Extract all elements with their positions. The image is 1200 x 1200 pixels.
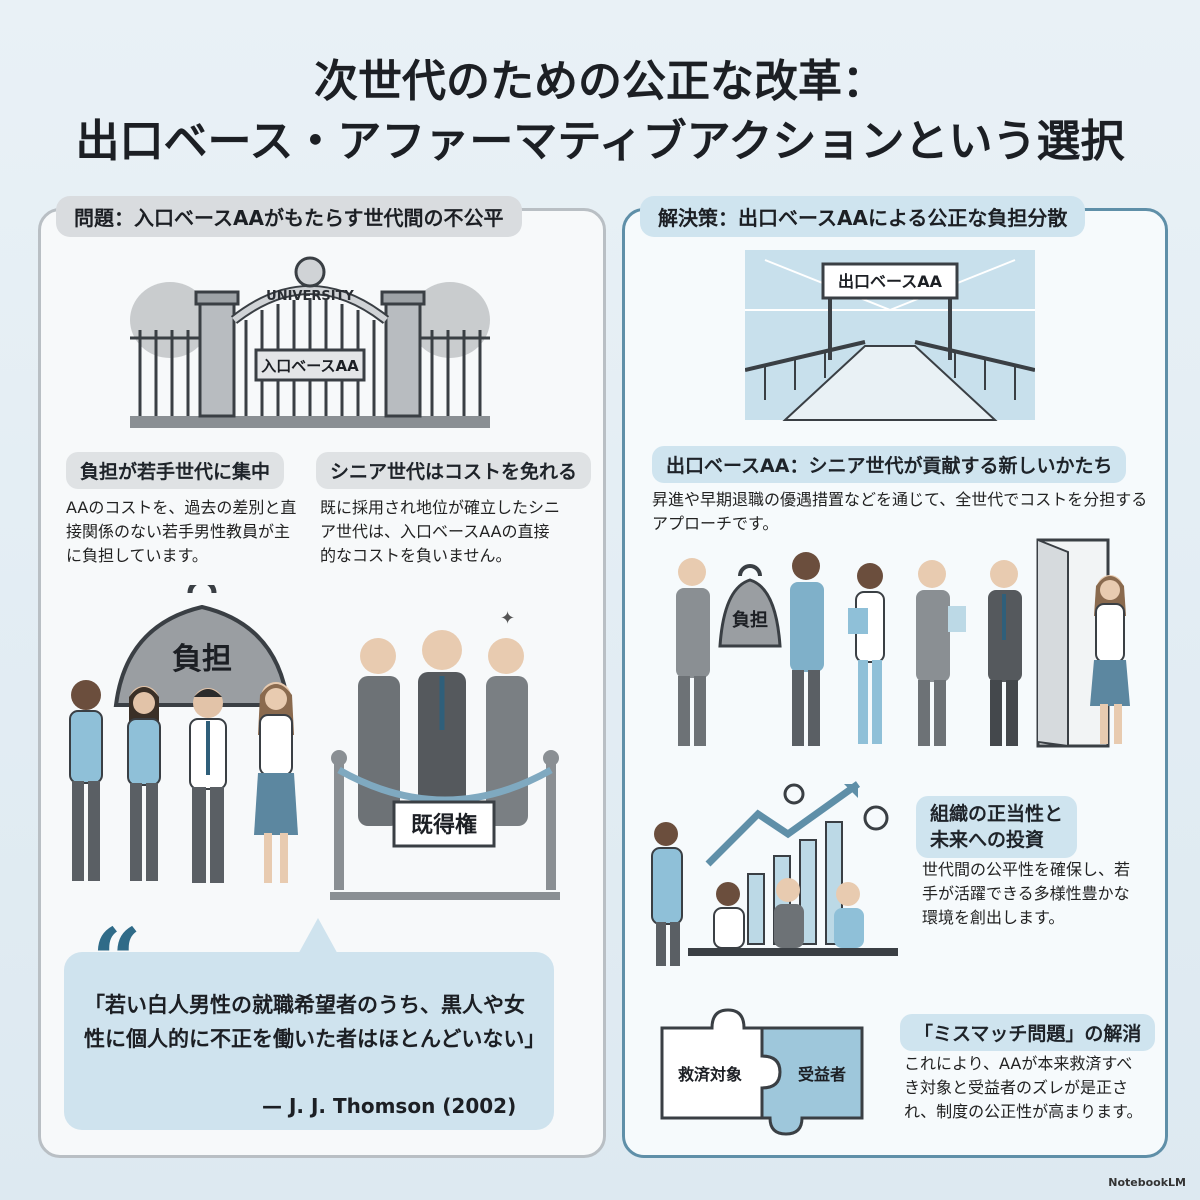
shared-burden-illustration: 負担	[676, 538, 1130, 748]
university-gate-illustration: UNIVERSITY 入口ベースAA	[130, 256, 490, 428]
burden-text: AAのコストを、過去の差別と直接関係のない若手男性教員が主に負担しています。	[66, 498, 297, 565]
quote-mark-icon: “	[92, 910, 142, 1011]
bridge-sign: 出口ベースAA	[838, 272, 943, 291]
shared-weight-label: 負担	[732, 609, 768, 631]
legitimacy-heading-line-2: 未来への投資	[930, 829, 1045, 851]
gate-arch-label: UNIVERSITY	[266, 289, 354, 304]
quote-author: — J. J. Thomson (2002)	[262, 1094, 517, 1118]
problem-header: 問題：入口ベースAAがもたらす世代間の不公平	[56, 196, 522, 237]
quote-box	[64, 952, 554, 1130]
title-line-1: 次世代のための公正な改革：	[314, 56, 886, 107]
contribution-heading: 出口ベースAA：シニア世代が貢献する新しいかたち	[652, 446, 1127, 483]
burden-heading: 負担が若手世代に集中	[66, 452, 285, 489]
growth-illustration	[651, 781, 898, 966]
puzzle-left-label: 救済対象	[678, 1065, 742, 1084]
title-line-2: 出口ベース・アファーマティブアクションという選択	[75, 116, 1125, 167]
svg-text:✦: ✦	[500, 610, 515, 629]
gate-sign: 入口ベースAA	[261, 357, 359, 375]
quote-text: 「若い白人男性の就職希望者のうち、黒人や女性に個人的に不正を働いた者はほとんどい…	[84, 993, 546, 1051]
contribution-text: 昇進や早期退職の優遇措置などを通じて、全世代でコストを分担するアプローチです。	[652, 490, 1148, 533]
legitimacy-heading-line-1: 組織の正当性と	[930, 803, 1064, 825]
young-workers-illustration: 負担	[69, 585, 298, 883]
senior-text: 既に採用され地位が確立したシニア世代は、入口ベースAAの直接的なコストを負いませ…	[320, 498, 561, 565]
mismatch-text: これにより、AAが本来救済すべき対象と受益者のズレが是正され、制度の公正性が高ま…	[904, 1054, 1143, 1121]
quote-pointer	[296, 918, 340, 958]
mismatch-heading: 「ミスマッチ問題」の解消	[900, 1014, 1156, 1051]
solution-header: 解決策：出口ベースAAによる公正な負担分散	[640, 196, 1086, 237]
puzzle-illustration: 救済対象 受益者	[660, 1008, 864, 1136]
puzzle-right-label: 受益者	[798, 1065, 846, 1084]
legitimacy-text: 世代間の公平性を確保し、若手が活躍できる多様性豊かな環境を創出します。	[922, 860, 1131, 927]
senior-heading: シニア世代はコストを免れる	[316, 452, 592, 489]
legitimacy-heading: 組織の正当性と 未来への投資	[916, 796, 1078, 858]
brand-label: NotebookLM	[1108, 1176, 1186, 1189]
vested-sign: 既得権	[411, 812, 477, 838]
weight-label: 負担	[172, 642, 232, 677]
page-title: 次世代のための公正な改革： 出口ベース・アファーマティブアクションという選択	[0, 52, 1200, 172]
bridge-illustration: 出口ベースAA	[745, 250, 1035, 421]
senior-group-illustration: ✦ 既得権	[330, 610, 560, 900]
